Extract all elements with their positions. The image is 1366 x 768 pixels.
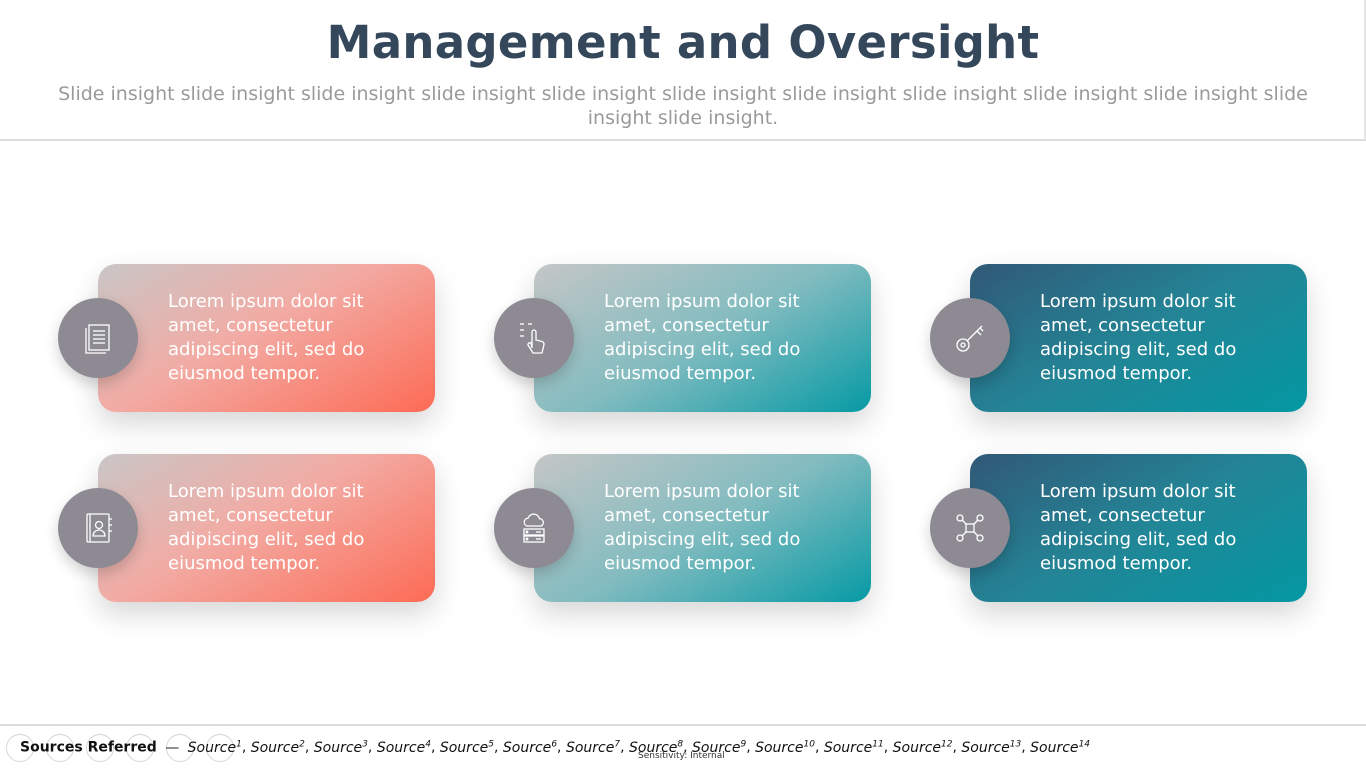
source-name: Source xyxy=(755,739,804,756)
ghost-circle xyxy=(166,734,194,762)
sources-label: Sources Referred xyxy=(20,739,157,756)
source-name: Source xyxy=(250,739,300,756)
ghost-circle xyxy=(126,734,154,762)
card-6-icon-circle xyxy=(930,488,1010,568)
touch-hand-icon xyxy=(520,323,545,354)
source-item: Source4 xyxy=(376,739,431,756)
source-item: Source13 xyxy=(961,739,1022,756)
card-text: Lorem ipsum dolor sit amet, consectetur … xyxy=(1040,481,1237,574)
card-3-icon-circle xyxy=(930,298,1010,378)
source-name: Source xyxy=(892,739,942,756)
footer-ghost-circles xyxy=(6,734,234,762)
contact-book-icon xyxy=(86,513,112,543)
source-item: Source5 xyxy=(439,739,494,756)
card-5-icon-circle xyxy=(494,488,574,568)
source-number: 14 xyxy=(1078,739,1091,749)
source-item: Source3 xyxy=(313,739,368,756)
source-name: Source xyxy=(823,739,873,756)
card-3: Lorem ipsum dolor sit amet, consectetur … xyxy=(970,264,1307,412)
source-number: 8 xyxy=(677,739,684,749)
source-name: Source xyxy=(439,739,489,756)
card-text: Lorem ipsum dolor sit amet, consectetur … xyxy=(168,481,365,574)
source-name: Source xyxy=(565,739,615,756)
source-number: 2 xyxy=(299,739,305,749)
source-item: Source10 xyxy=(755,739,815,756)
slide-title: Management and Oversight xyxy=(326,16,1040,69)
card-1: Lorem ipsum dolor sit amet, consectetur … xyxy=(98,264,435,412)
card-text: Lorem ipsum dolor sit amet, consectetur … xyxy=(604,291,801,384)
source-item: Source14 xyxy=(1030,739,1091,756)
source-number: 11 xyxy=(872,739,884,749)
source-number: 4 xyxy=(425,739,431,749)
source-item: Source12 xyxy=(892,739,953,756)
source-number: 10 xyxy=(803,739,815,749)
right-edge-line xyxy=(1364,0,1366,140)
source-item: Source8 xyxy=(629,739,684,756)
card-2: Lorem ipsum dolor sit amet, consectetur … xyxy=(534,264,871,412)
source-name: Source xyxy=(1030,739,1079,756)
source-number: 12 xyxy=(941,739,953,749)
source-item: Source1 xyxy=(187,739,242,756)
card-text: Lorem ipsum dolor sit amet, consectetur … xyxy=(168,291,365,384)
source-name: Source xyxy=(961,739,1010,756)
source-number: 5 xyxy=(488,739,494,749)
card-4-icon-circle xyxy=(58,488,138,568)
card-4: Lorem ipsum dolor sit amet, consectetur … xyxy=(98,454,435,602)
document-icon xyxy=(85,324,110,354)
top-divider xyxy=(0,139,1366,141)
cloud-server-icon xyxy=(523,513,545,543)
source-name: Source xyxy=(187,739,237,756)
card-2-icon-circle xyxy=(494,298,574,378)
source-item: Source2 xyxy=(250,739,305,756)
source-number: 7 xyxy=(614,739,621,749)
source-number: 9 xyxy=(740,739,747,749)
ghost-circle xyxy=(46,734,74,762)
sources-list: Source1, Source2, Source3, Source4, Sour… xyxy=(187,739,1091,756)
ghost-circle xyxy=(6,734,34,762)
ghost-circle xyxy=(206,734,234,762)
source-number: 3 xyxy=(362,739,368,749)
source-name: Source xyxy=(692,739,741,756)
source-number: 1 xyxy=(236,739,242,749)
source-name: Source xyxy=(313,739,363,756)
sensitivity-label: Sensitivity: Internal xyxy=(638,751,725,761)
source-item: Source6 xyxy=(502,739,558,756)
source-item: Source11 xyxy=(823,739,884,756)
sources-footer: Sources Referred — Source1, Source2, Sou… xyxy=(20,739,1350,756)
network-nodes-icon xyxy=(956,514,984,542)
ghost-circle xyxy=(86,734,114,762)
source-number: 6 xyxy=(551,739,558,749)
card-1-icon-circle xyxy=(58,298,138,378)
bottom-divider xyxy=(0,724,1366,726)
source-item: Source9 xyxy=(692,739,747,756)
source-name: Source xyxy=(629,739,678,756)
slide-subtitle: Slide insight slide insight slide insigh… xyxy=(58,83,1308,129)
source-name: Source xyxy=(376,739,426,756)
sources-dash: — xyxy=(165,739,180,756)
key-icon xyxy=(956,325,984,352)
card-text: Lorem ipsum dolor sit amet, consectetur … xyxy=(604,481,801,574)
card-text: Lorem ipsum dolor sit amet, consectetur … xyxy=(1040,291,1237,384)
source-item: Source7 xyxy=(565,739,621,756)
source-number: 13 xyxy=(1009,739,1022,749)
card-5: Lorem ipsum dolor sit amet, consectetur … xyxy=(534,454,871,602)
card-6: Lorem ipsum dolor sit amet, consectetur … xyxy=(970,454,1307,602)
source-name: Source xyxy=(502,739,552,756)
